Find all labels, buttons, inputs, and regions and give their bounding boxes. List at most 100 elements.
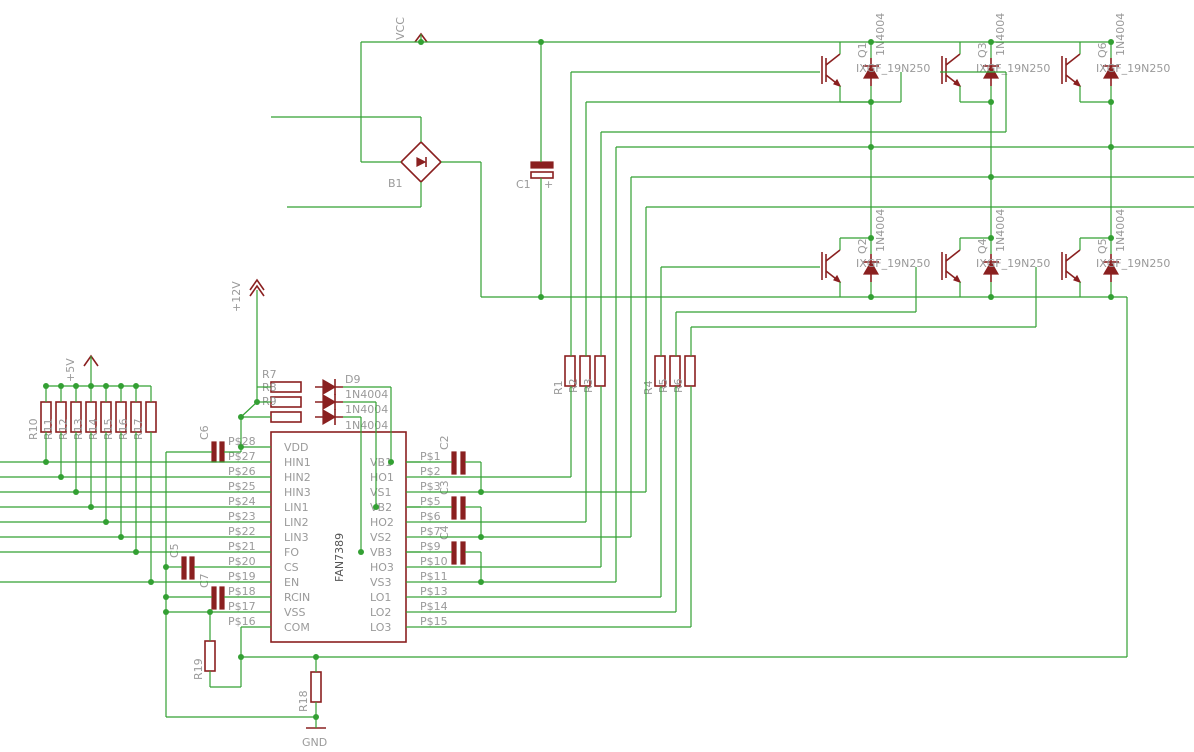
junction-dot [43, 459, 49, 465]
ic-pad-left: P$22 [228, 525, 256, 538]
q2-part-label: IXGF_19N250 [856, 257, 930, 270]
junction-dot [373, 504, 379, 510]
ic-pad-left: P$21 [228, 540, 256, 553]
ic-pad-right: P$10 [420, 555, 448, 568]
ic-pad-left: P$24 [228, 495, 256, 508]
r19-label: R19 [192, 658, 205, 680]
q6-label: Q6 [1096, 42, 1109, 58]
ic-pad-right: P$2 [420, 465, 441, 478]
r1-label: R1 [552, 380, 565, 395]
r10-label: R10 [27, 418, 40, 440]
junction-dot [358, 549, 364, 555]
junction-dot [868, 99, 874, 105]
junction-dot [1108, 99, 1114, 105]
capacitor-c1: C1 + [516, 161, 554, 191]
junction-dot [254, 399, 260, 405]
v5-flag: +5V [64, 354, 99, 386]
r6-label: R6 [672, 378, 685, 393]
d-part-label-3: 1N4004 [345, 419, 388, 432]
r14-label: R14 [87, 418, 100, 440]
junction-dot [238, 654, 244, 660]
ic-pin-name-right: VS3 [370, 576, 392, 589]
junction-dot [388, 459, 394, 465]
igbt-q1 [821, 53, 841, 87]
junction-dot [868, 144, 874, 150]
ic-pin-name-left: HIN1 [284, 456, 311, 469]
junction-dot [148, 579, 154, 585]
ic-pad-right: P$5 [420, 495, 441, 508]
junction-dot [418, 39, 424, 45]
d9-label: D9 [345, 373, 360, 386]
junction-dot [43, 383, 49, 389]
q3-part-label: IXGF_19N250 [976, 62, 1050, 75]
junction-dot [133, 549, 139, 555]
junction-dot [988, 99, 994, 105]
q3-diode-label: 1N4004 [994, 13, 1007, 56]
d-part-label-1: 1N4004 [345, 388, 388, 401]
junction-dot [118, 534, 124, 540]
ic-pin-name-left: EN [284, 576, 299, 589]
ic-pad-right: P$15 [420, 615, 448, 628]
junction-dot [988, 294, 994, 300]
q2-label: Q2 [856, 238, 869, 254]
junction-dot [58, 474, 64, 480]
junction-dot [1108, 294, 1114, 300]
q1-part-label: IXGF_19N250 [856, 62, 930, 75]
q4-diode-label: 1N4004 [994, 209, 1007, 252]
junction-dot [238, 444, 244, 450]
v5-label: +5V [64, 358, 77, 382]
junction-dot [133, 383, 139, 389]
c5-label: C5 [168, 543, 181, 558]
ic-pad-right: P$11 [420, 570, 448, 583]
junction-dot [868, 39, 874, 45]
junction-dot [88, 383, 94, 389]
q5-diode-label: 1N4004 [1114, 209, 1127, 252]
junction-dot [103, 383, 109, 389]
c3-label: C3 [438, 480, 451, 495]
junction-dot [988, 235, 994, 241]
b1-label: B1 [388, 177, 403, 190]
ic-pad-left: P$27 [228, 450, 256, 463]
ic-pin-name-right: LO3 [370, 621, 391, 634]
ic-pad-left: P$23 [228, 510, 256, 523]
c4-label: C4 [438, 525, 451, 540]
c2-label: C2 [438, 435, 451, 450]
junction-dot [1108, 144, 1114, 150]
junction-dot [868, 294, 874, 300]
bridge-rectifier-b1: B1 [388, 140, 443, 190]
r3-label: R3 [582, 378, 595, 393]
q3-label: Q3 [976, 42, 989, 58]
ic-pin-name-right: VS2 [370, 531, 392, 544]
ic-pin-name-left: VDD [284, 441, 308, 454]
ic-pad-right: P$7 [420, 525, 441, 538]
ic-pin-name-left: RCIN [284, 591, 310, 604]
junction-dot [238, 414, 244, 420]
vcc-flag: VCC [394, 17, 428, 43]
resistor-r18: R18 [297, 671, 322, 712]
junction-dot [118, 383, 124, 389]
q2-diode-label: 1N4004 [874, 209, 887, 252]
q1-label: Q1 [856, 42, 869, 58]
r5-label: R5 [657, 378, 670, 393]
junction-dot [1108, 235, 1114, 241]
ic-name: FAN7389 [333, 533, 346, 582]
ic-pad-left: P$25 [228, 480, 256, 493]
ic-pin-name-right: HO3 [370, 561, 394, 574]
junction-dot [88, 504, 94, 510]
junction-dot [207, 609, 213, 615]
q4-label: Q4 [976, 238, 989, 254]
igbt-q3 [941, 53, 961, 87]
junction-dot [988, 174, 994, 180]
ic-pin-name-left: COM [284, 621, 310, 634]
ic-pin-name-right: LO1 [370, 591, 391, 604]
ic-pin-name-left: HIN3 [284, 486, 311, 499]
junction-dot [58, 383, 64, 389]
junction-dot [313, 654, 319, 660]
junction-dot [478, 534, 484, 540]
igbt-q2 [821, 249, 841, 283]
ic-pin-name-right: VS1 [370, 486, 392, 499]
c1-plus-label: + [544, 178, 553, 191]
junction-dot [73, 489, 79, 495]
